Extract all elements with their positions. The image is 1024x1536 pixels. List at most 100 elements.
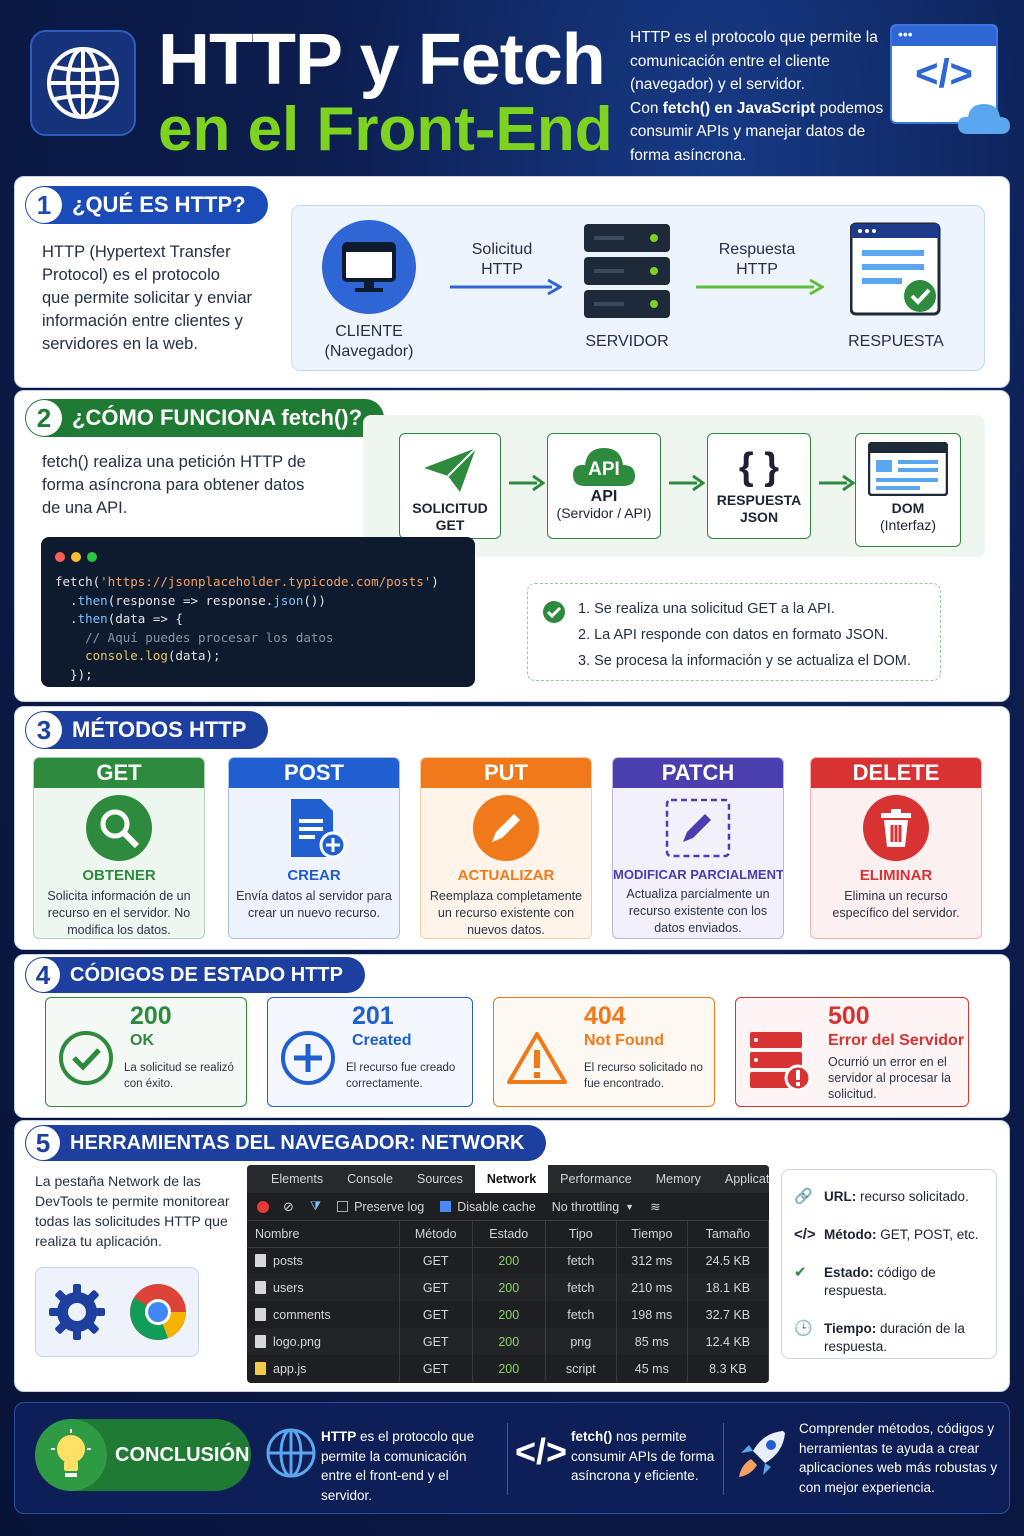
method-name: POST: [229, 758, 399, 788]
monitor-icon: [322, 220, 416, 314]
devtools-icons: [35, 1267, 199, 1357]
flow-arrow-icon: [819, 474, 855, 492]
column-header[interactable]: Tamaño: [687, 1221, 769, 1248]
request-arrow-icon: [450, 278, 562, 296]
filter-icon[interactable]: ⧩: [309, 1199, 322, 1213]
method-action: OBTENER: [82, 867, 156, 884]
response-arrow-icon: [696, 278, 824, 296]
devtools-tab-performance[interactable]: Performance: [560, 1172, 632, 1186]
section-1-badge: 1¿QUÉ ES HTTP?: [25, 186, 268, 224]
throttling-select[interactable]: No throttling: [551, 1199, 620, 1214]
globe-logo-icon: [30, 30, 136, 136]
table-cell: 200: [472, 1247, 546, 1274]
api-cloud-icon: API: [571, 444, 637, 488]
http-description: HTTP (Hypertext Transfer Protocol) es el…: [42, 243, 253, 353]
table-cell: 12.4 KB: [687, 1328, 769, 1355]
column-header[interactable]: Estado: [472, 1221, 546, 1248]
status-code: 201: [352, 1002, 394, 1030]
devtools-tab-elements[interactable]: Elements: [271, 1172, 324, 1186]
file-icon: [255, 1307, 266, 1321]
edit-icon: [665, 795, 731, 861]
gear-icon: [48, 1284, 105, 1340]
column-header[interactable]: Tiempo: [616, 1221, 688, 1248]
document-plus-icon: [281, 795, 347, 861]
clock-icon: 🕒: [794, 1320, 813, 1337]
table-cell: fetch: [545, 1301, 617, 1328]
status-code: 404: [584, 1002, 626, 1030]
conclusion-summary: Comprender métodos, códigos y herramient…: [799, 1421, 998, 1495]
flow-arrow-icon: [669, 474, 705, 492]
devtools-tab-memory[interactable]: Memory: [655, 1172, 701, 1186]
table-cell: 32.7 KB: [687, 1301, 769, 1328]
method-action: ELIMINAR: [859, 867, 933, 884]
rocket-icon: [739, 1431, 785, 1477]
conclusion-banner: CONCLUSIÓN HTTP es el protocolo que perm…: [14, 1402, 1010, 1514]
table-cell: logo.png: [247, 1328, 400, 1355]
table-cell: png: [545, 1328, 617, 1355]
response-document-icon: [849, 222, 942, 318]
table-cell: 200: [472, 1301, 546, 1328]
column-header[interactable]: Nombre: [247, 1221, 400, 1248]
method-name: PATCH: [613, 758, 783, 788]
devtools-network-panel: Elements Console Sources Network Performance…: [247, 1165, 769, 1383]
disable-cache-checkbox[interactable]: [440, 1201, 452, 1212]
table-cell: GET: [399, 1274, 473, 1301]
table-cell: users: [247, 1274, 400, 1301]
devtools-tab-console[interactable]: Console: [347, 1172, 393, 1186]
status-description: El recurso solicitado no fue encontrado.: [584, 1062, 703, 1090]
legend-item: 🕒Tiempo: duración de la respuesta.: [794, 1320, 965, 1354]
file-icon: [255, 1334, 266, 1348]
column-header[interactable]: Tipo: [545, 1221, 617, 1248]
fetch-description: fetch() realiza una petición HTTP de for…: [42, 453, 306, 517]
devtools-tab-sources[interactable]: Sources: [416, 1172, 463, 1186]
clear-icon[interactable]: ⊘: [283, 1198, 294, 1214]
status-description: La solicitud se realizó con éxito.: [124, 1062, 234, 1090]
file-icon: [255, 1280, 266, 1294]
status-code: 500: [828, 1002, 870, 1030]
devtools-tab-network[interactable]: Network: [474, 1165, 549, 1193]
file-icon: [255, 1253, 266, 1267]
divider: [723, 1423, 724, 1495]
code-icon: </>: [515, 1431, 568, 1472]
wifi-icon[interactable]: ≋: [650, 1200, 661, 1214]
header-description: HTTP es el protocolo que permite la comu…: [630, 29, 884, 164]
table-cell: 24.5 KB: [687, 1247, 769, 1274]
devtools-tab-application[interactable]: Application: [724, 1172, 769, 1186]
record-icon[interactable]: [257, 1200, 269, 1213]
devtools-tab-bar: Elements Console Sources Network Performance…: [247, 1165, 769, 1193]
table-cell: comments: [247, 1301, 400, 1328]
preserve-log-checkbox[interactable]: [337, 1201, 349, 1212]
table-cell: 210 ms: [616, 1274, 688, 1301]
method-name: PUT: [421, 758, 591, 788]
status-name: Error del Servidor: [828, 1032, 965, 1049]
table-cell: 200: [472, 1274, 546, 1301]
table-cell: fetch: [545, 1247, 617, 1274]
status-name: Not Found: [584, 1032, 664, 1049]
legend-item: 🔗URL: recurso solicitado.: [794, 1188, 969, 1205]
table-cell: 200: [472, 1328, 546, 1355]
table-cell: GET: [399, 1301, 473, 1328]
column-header[interactable]: Método: [399, 1221, 473, 1248]
legend-item: </>Método: GET, POST, etc.: [794, 1226, 979, 1243]
pencil-icon: [473, 795, 539, 861]
section-2-badge: 2¿CÓMO FUNCIONA fetch()?: [25, 399, 385, 437]
plus-circle-icon: [280, 1030, 336, 1091]
method-description: Solicita información de un recurso en el…: [47, 889, 191, 937]
conclusion-http: HTTP es el protocolo que permite la comu…: [321, 1429, 475, 1503]
table-cell: 18.1 KB: [687, 1274, 769, 1301]
table-cell: GET: [399, 1328, 473, 1355]
section-how-fetch-works: 2¿CÓMO FUNCIONA fetch()? fetch() realiza…: [14, 390, 1010, 702]
globe-icon: [266, 1428, 316, 1478]
